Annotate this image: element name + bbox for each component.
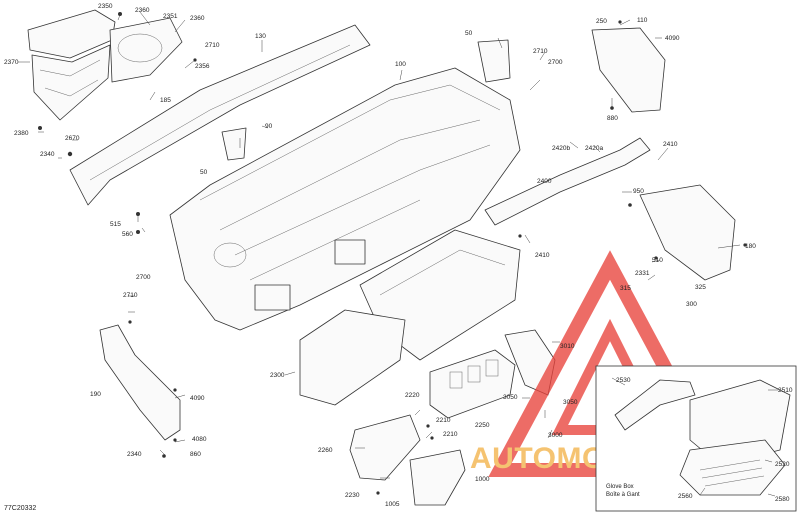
callout: 2410 — [535, 252, 550, 259]
fasteners — [38, 12, 747, 495]
callout-labels: 2350 2360 2351 2360 2370 2710 2356 185 2… — [4, 3, 793, 508]
callout: 2710 — [533, 48, 548, 55]
callout: 4090 — [190, 395, 205, 402]
callout: 1005 — [385, 501, 400, 508]
cup-holder — [221, 39, 511, 161]
switch-panel — [429, 349, 516, 419]
callout: 2360 — [190, 15, 205, 22]
callout: 3050 — [563, 399, 578, 406]
callout: 2210 — [436, 417, 451, 424]
callout: 2380 — [14, 130, 29, 137]
callout: 510 — [652, 257, 663, 264]
callout: 2670 — [65, 135, 80, 142]
callout: 880 — [607, 115, 618, 122]
callout: 2410 — [663, 141, 678, 148]
callout: 2260 — [318, 447, 333, 454]
callout: 4090 — [665, 35, 680, 42]
callout: 2710 — [123, 292, 138, 299]
callout: 2700 — [136, 274, 151, 281]
callout: 50 — [200, 169, 208, 176]
callout: 2360 — [135, 7, 150, 14]
callout: 2560 — [678, 493, 693, 500]
callout: 2356 — [195, 63, 210, 70]
callout: 2520 — [775, 461, 790, 468]
callout: 2510 — [778, 387, 793, 394]
callout: 3000 — [548, 432, 563, 439]
callout: 2700 — [548, 59, 563, 66]
callout: 2300 — [270, 372, 285, 379]
callout: 2340 — [40, 151, 55, 158]
callout: 860 — [190, 451, 201, 458]
callout: 2370 — [4, 59, 19, 66]
callout: 50 — [465, 30, 473, 37]
callout: 950 — [633, 188, 644, 195]
callout: 560 — [122, 231, 133, 238]
reference-code: 77C20332 — [4, 505, 36, 512]
callout: 2710 — [205, 42, 220, 49]
callout: 2220 — [405, 392, 420, 399]
main-dashboard-frame — [169, 67, 521, 331]
callout: 2420a — [585, 145, 603, 152]
grab-bar — [484, 137, 651, 226]
callout: 100 — [395, 61, 406, 68]
side-bracket-left — [99, 324, 181, 441]
callout: 515 — [110, 221, 121, 228]
callout: 2331 — [635, 270, 650, 277]
callout: 180 — [745, 243, 756, 250]
instrument-cluster-housing — [27, 9, 183, 121]
upper-dash-rail — [69, 24, 371, 206]
callout: 1000 — [475, 476, 490, 483]
callout: 2580 — [775, 496, 790, 503]
callout: 2351 — [163, 13, 178, 20]
lower-console — [299, 309, 406, 406]
callout: 2250 — [475, 422, 490, 429]
callout: 2210 — [443, 431, 458, 438]
callout: 4080 — [192, 436, 207, 443]
callout: 2350 — [98, 3, 113, 10]
callout: 190 — [90, 391, 101, 398]
callout: 325 — [695, 284, 706, 291]
callout: 2230 — [345, 492, 360, 499]
callout: 130 — [255, 33, 266, 40]
callout: 3010 — [560, 343, 575, 350]
inset-caption-line1: Glove Box — [606, 484, 634, 490]
callout: 2530 — [616, 377, 631, 384]
callout: 2420b — [552, 145, 570, 152]
lower-bin — [349, 414, 466, 506]
callout: 90 — [265, 123, 273, 130]
leader-lines — [18, 11, 741, 479]
callout: 300 — [686, 301, 697, 308]
callout: 185 — [160, 97, 171, 104]
callout: 110 — [637, 17, 648, 24]
glove-box-inset: Glove Box Boîte à Gant — [595, 365, 797, 512]
callout: 3050 — [503, 394, 518, 401]
callout: 250 — [596, 18, 607, 25]
callout: 2340 — [127, 451, 142, 458]
inset-caption-line2: Boîte à Gant — [606, 492, 640, 498]
callout: 315 — [620, 285, 631, 292]
right-side-panel — [591, 27, 736, 281]
callout: 2400 — [537, 178, 552, 185]
